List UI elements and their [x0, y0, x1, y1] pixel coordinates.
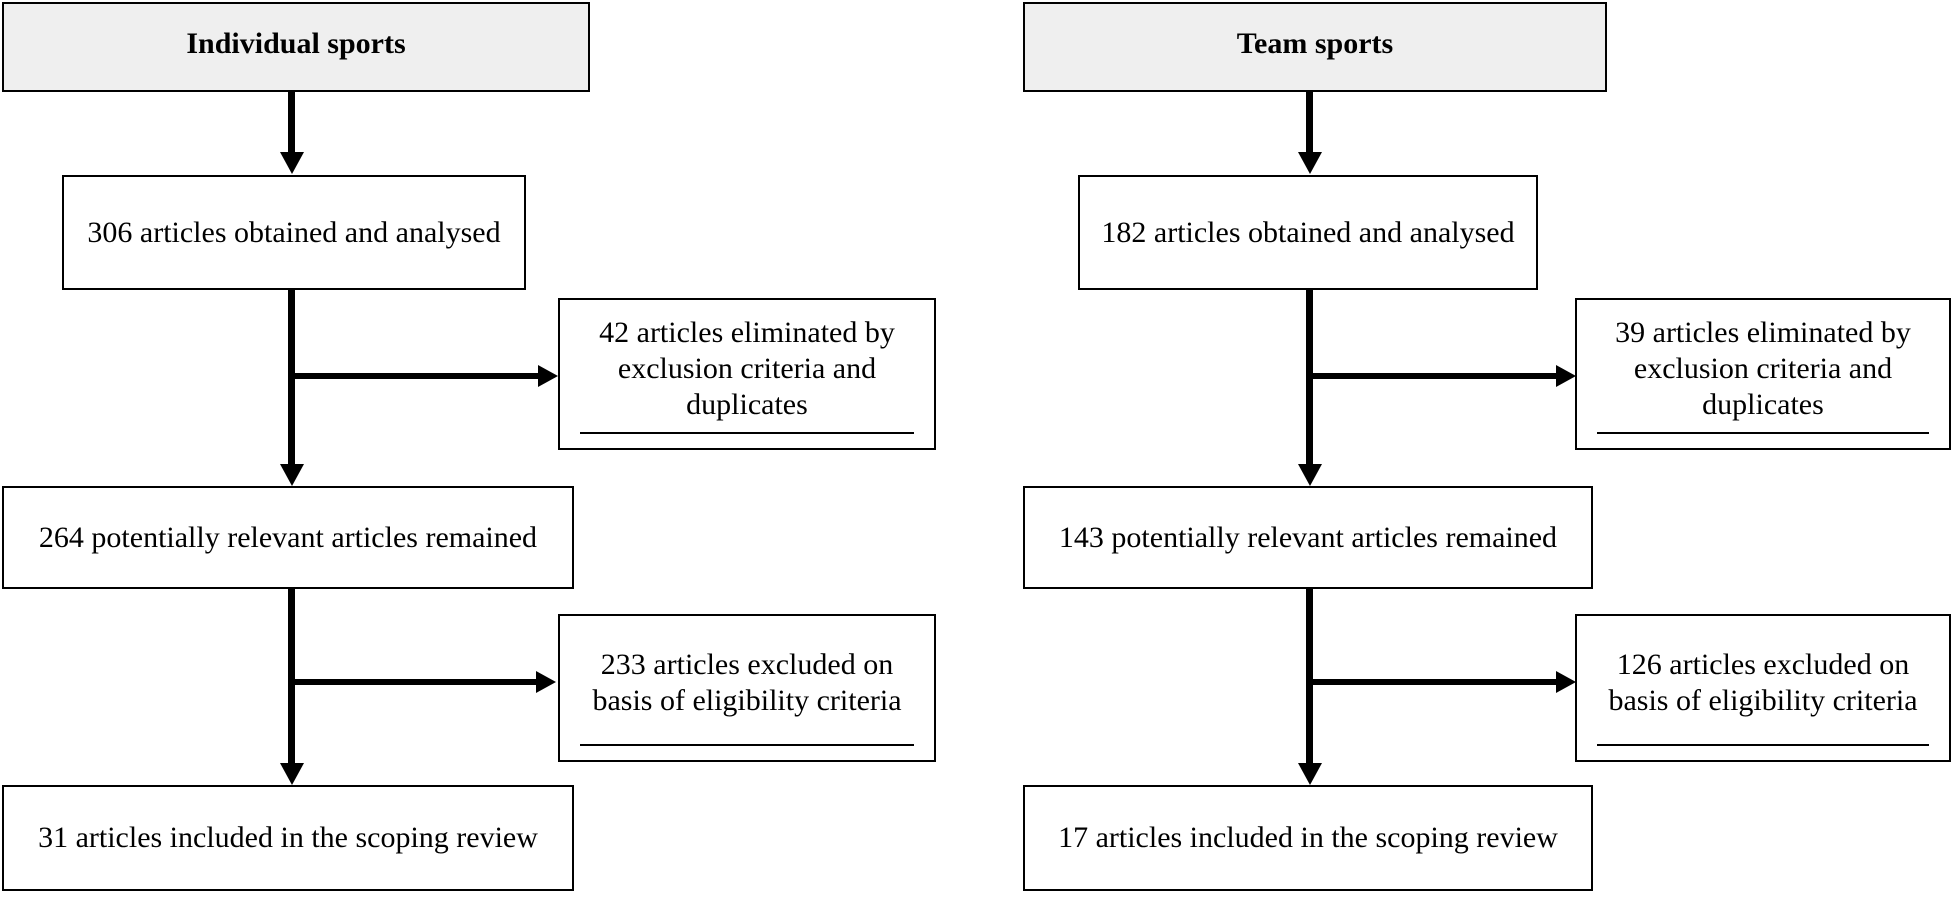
team-relevant-text: 143 potentially relevant articles remain… — [1058, 520, 1558, 554]
team-branch-2 — [1309, 679, 1556, 685]
individual-obtained-text: 306 articles obtained and analysed — [87, 215, 501, 249]
team-excluded-first-underline — [1597, 432, 1929, 434]
team-connector-3 — [1306, 589, 1313, 763]
individual-connector-3 — [288, 589, 295, 763]
team-branch-arrow-1 — [1556, 365, 1576, 387]
individual-excluded-second-box: 233 articles excluded on basis of eligib… — [558, 614, 936, 762]
team-header-text: Team sports — [1236, 27, 1394, 60]
individual-relevant-text: 264 potentially relevant articles remain… — [38, 520, 538, 554]
team-obtained-text: 182 articles obtained and analysed — [1101, 215, 1515, 249]
team-arrow-2 — [1298, 464, 1322, 486]
individual-header-text: Individual sports — [186, 27, 406, 60]
individual-included-box: 31 articles included in the scoping revi… — [2, 785, 574, 891]
team-arrow-1 — [1298, 152, 1322, 174]
individual-branch-2 — [291, 679, 536, 685]
team-connector-1 — [1306, 92, 1313, 152]
team-excluded-second-underline — [1597, 744, 1929, 746]
individual-excluded-first-underline — [580, 432, 914, 434]
team-arrow-3 — [1298, 763, 1322, 785]
team-included-text: 17 articles included in the scoping revi… — [1058, 821, 1558, 854]
team-branch-1 — [1309, 373, 1556, 379]
individual-connector-1 — [288, 92, 295, 152]
team-excluded-second-box: 126 articles excluded on basis of eligib… — [1575, 614, 1951, 762]
individual-arrow-1 — [280, 152, 304, 174]
individual-arrow-2 — [280, 464, 304, 486]
individual-excluded-second-underline — [580, 744, 914, 746]
individual-sports-header: Individual sports — [2, 2, 590, 92]
individual-obtained-box: 306 articles obtained and analysed — [62, 175, 526, 290]
individual-excluded-first-text: 42 articles eliminated by exclusion crit… — [599, 316, 895, 421]
individual-branch-1 — [291, 373, 538, 379]
team-included-box: 17 articles included in the scoping revi… — [1023, 785, 1593, 891]
team-sports-header: Team sports — [1023, 2, 1607, 92]
team-branch-arrow-2 — [1556, 671, 1576, 693]
individual-included-text: 31 articles included in the scoping revi… — [38, 821, 538, 854]
individual-excluded-first-box: 42 articles eliminated by exclusion crit… — [558, 298, 936, 450]
team-excluded-first-box: 39 articles eliminated by exclusion crit… — [1575, 298, 1951, 450]
individual-arrow-3 — [280, 763, 304, 785]
individual-relevant-box: 264 potentially relevant articles remain… — [2, 486, 574, 589]
individual-excluded-second-text: 233 articles excluded on basis of eligib… — [592, 648, 902, 717]
individual-branch-arrow-1 — [538, 365, 558, 387]
team-relevant-box: 143 potentially relevant articles remain… — [1023, 486, 1593, 589]
team-obtained-box: 182 articles obtained and analysed — [1078, 175, 1538, 290]
team-excluded-first-text: 39 articles eliminated by exclusion crit… — [1615, 316, 1911, 421]
team-excluded-second-text: 126 articles excluded on basis of eligib… — [1608, 648, 1918, 717]
individual-branch-arrow-2 — [536, 671, 556, 693]
